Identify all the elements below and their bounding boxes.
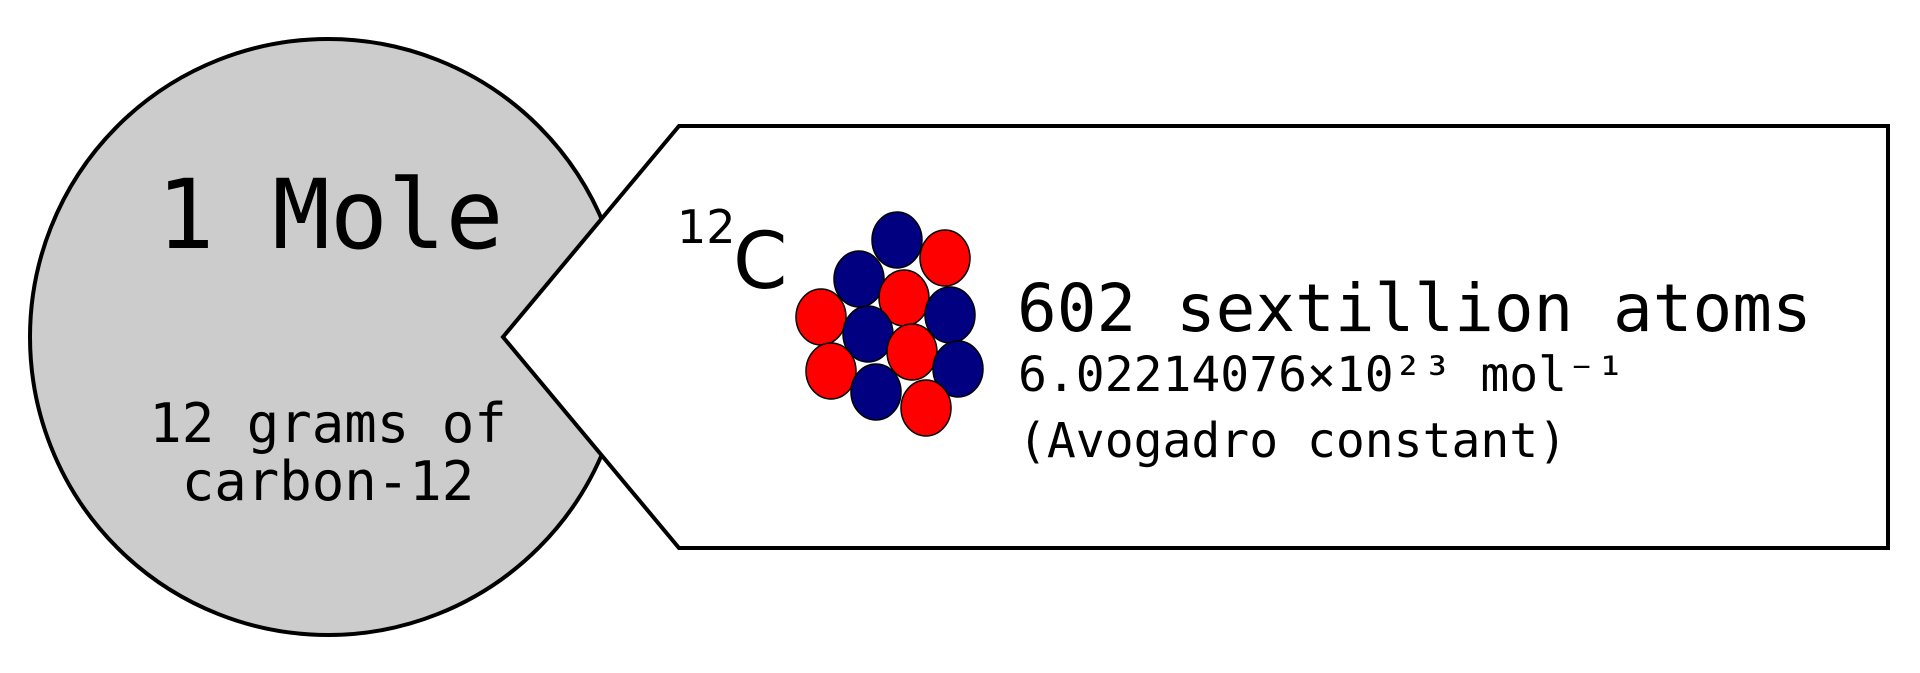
circle-caption-line1: 12 grams of <box>149 392 507 455</box>
proton <box>795 288 847 346</box>
proton <box>886 323 938 381</box>
neutron <box>871 211 923 269</box>
proton <box>900 379 952 437</box>
neutron <box>833 250 885 308</box>
circle-caption-line2: carbon-12 <box>182 450 475 513</box>
callout-box <box>500 124 1890 550</box>
atoms-headline: 602 sextillion atoms <box>1017 270 1812 347</box>
avogadro-name: (Avogadro constant) <box>1018 413 1567 469</box>
mole-title: 1 Mole <box>157 159 504 271</box>
carbon-nucleus-icon <box>795 211 984 437</box>
isotope-symbol: C <box>733 217 787 307</box>
isotope-mass-number: 12 <box>677 200 736 254</box>
avogadro-value: 6.02214076×10²³ mol⁻¹ <box>1018 347 1625 403</box>
neutron <box>850 363 902 421</box>
neutron <box>932 340 984 398</box>
proton <box>919 229 971 287</box>
proton <box>805 342 857 400</box>
